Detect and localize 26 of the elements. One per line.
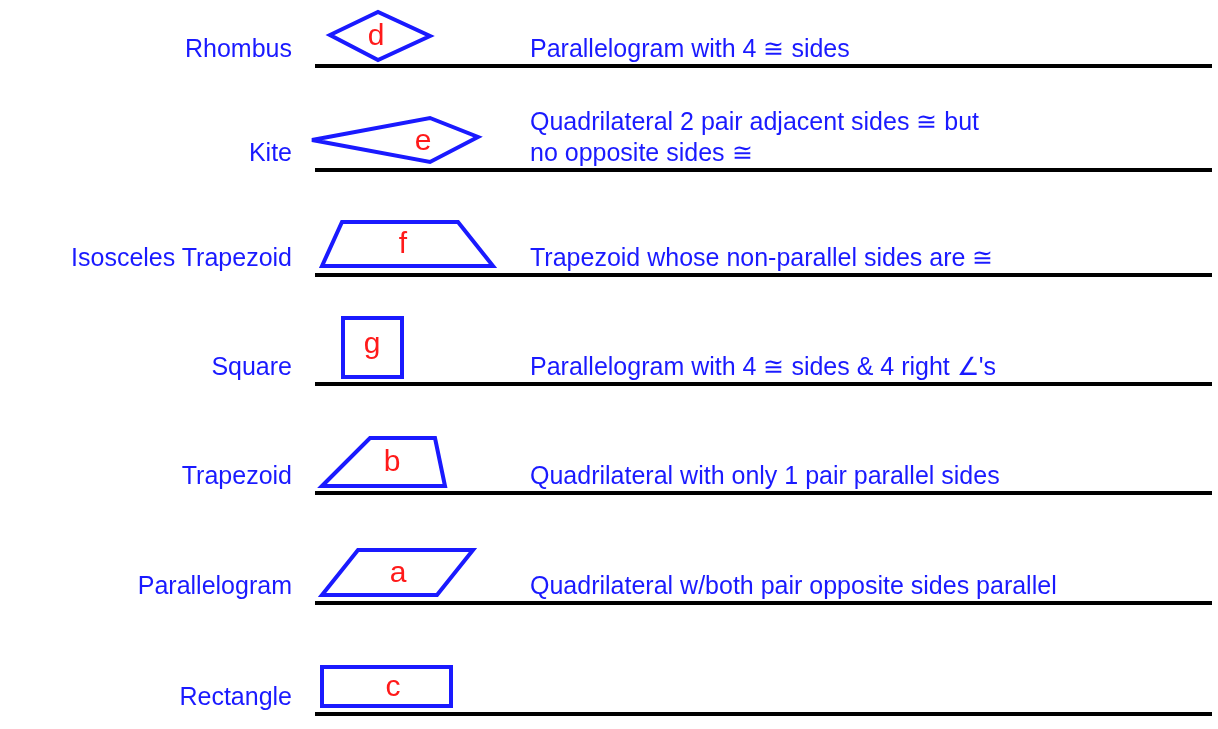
trapezoid-shape [318, 435, 448, 489]
definition-text: Parallelogram with 4 ≅ sides [530, 32, 850, 64]
shape-name: Trapezoid [181, 459, 292, 491]
shape-name: Square [211, 350, 292, 382]
rectangle-shape [319, 664, 454, 709]
shape-name: Kite [248, 136, 292, 168]
definition-text: Quadrilateral with only 1 pair parallel sides [530, 459, 1000, 491]
shape-letter: a [389, 557, 407, 587]
shape-name: Rhombus [185, 32, 292, 64]
definition-text: Parallelogram with 4 ≅ sides & 4 right ∠'s [530, 350, 996, 382]
definition-text: Trapezoid whose non-parallel sides are ≅ [530, 241, 994, 273]
rhombus-shape [326, 9, 434, 63]
shape-name: Rectangle [179, 680, 292, 712]
shape-name: Isosceles Trapezoid [71, 241, 292, 273]
definition-text: Quadrilateral w/both pair opposite sides parallel [530, 569, 1057, 601]
definition-text: Quadrilateral 2 pair adjacent sides ≅ but no opposite sides ≅ [530, 105, 981, 168]
shape-name: Parallelogram [137, 569, 292, 601]
isosceles-trapezoid-shape [318, 219, 496, 269]
square-shape [340, 315, 405, 380]
shape-letter: f [398, 228, 408, 258]
shape-letter: b [383, 446, 401, 476]
shape-letter: d [367, 20, 385, 50]
shape-letter: e [414, 125, 432, 155]
shape-letter: c [385, 671, 401, 701]
shape-letter: g [363, 328, 381, 358]
parallelogram-shape [318, 547, 476, 598]
